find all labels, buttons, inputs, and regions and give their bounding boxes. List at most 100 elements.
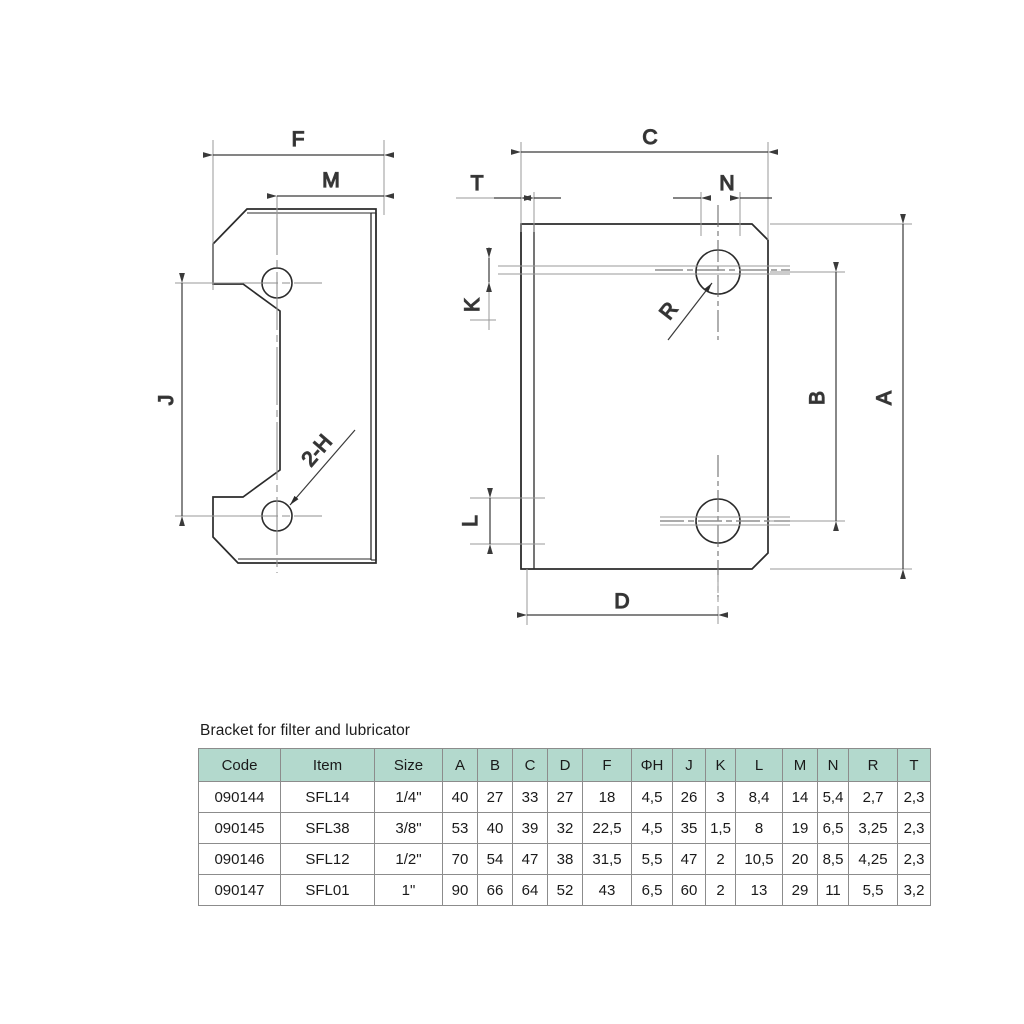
table-cell: 2,7	[848, 781, 898, 813]
dimension-label-C: C	[642, 126, 657, 149]
dimension-T	[456, 192, 561, 232]
table-cell: 26	[672, 781, 706, 813]
table-cell: 6,5	[631, 874, 673, 906]
table-header-cell: K	[705, 748, 736, 782]
table-cell: 29	[782, 874, 818, 906]
table-cell: 19	[782, 812, 818, 844]
table-header-cell: T	[897, 748, 931, 782]
table-cell: 10,5	[735, 843, 783, 875]
table-cell: 090145	[198, 812, 281, 844]
table-cell: 5,4	[817, 781, 849, 813]
dimension-D	[517, 569, 728, 625]
table-header-cell: N	[817, 748, 849, 782]
table-header-cell: A	[442, 748, 478, 782]
table-cell: 4,5	[631, 812, 673, 844]
dimension-label-N: N	[719, 172, 734, 195]
table-header-cell: ΦH	[631, 748, 673, 782]
dimension-A	[770, 214, 912, 579]
table-cell: 6,5	[817, 812, 849, 844]
table-header-cell: Code	[198, 748, 281, 782]
table-cell: 54	[477, 843, 513, 875]
dimension-label-F: F	[292, 128, 305, 151]
table-cell: 1/4"	[374, 781, 443, 813]
table-cell: 90	[442, 874, 478, 906]
table-cell: 5,5	[848, 874, 898, 906]
dimension-F	[203, 140, 394, 290]
dimension-N	[673, 192, 772, 236]
table-cell: 31,5	[582, 843, 632, 875]
dimension-M	[267, 193, 394, 218]
dimension-L	[470, 488, 545, 554]
dimension-J	[175, 273, 240, 526]
table-header-cell: D	[547, 748, 583, 782]
table-cell: 8,4	[735, 781, 783, 813]
table-cell: 40	[477, 812, 513, 844]
dimension-label-B: B	[806, 391, 829, 405]
table-row: 090144 SFL14 1/4" 40 27 33 27 18 4,5 26 …	[198, 781, 931, 813]
table-cell: 090144	[198, 781, 281, 813]
table-cell: 33	[512, 781, 548, 813]
table-cell: 2,3	[897, 812, 931, 844]
table-cell: 14	[782, 781, 818, 813]
table-cell: 64	[512, 874, 548, 906]
table-header-cell: F	[582, 748, 632, 782]
table-cell: 5,5	[631, 843, 673, 875]
dimension-label-K: K	[461, 298, 484, 312]
table-cell: 47	[512, 843, 548, 875]
table-cell: 27	[547, 781, 583, 813]
dimension-B	[770, 262, 845, 531]
table-cell: 2	[705, 843, 736, 875]
table-cell: 4,25	[848, 843, 898, 875]
table-header-cell: Size	[374, 748, 443, 782]
table-cell: 53	[442, 812, 478, 844]
table-cell: 2,3	[897, 843, 931, 875]
table-cell: SFL38	[280, 812, 375, 844]
table-cell: 13	[735, 874, 783, 906]
dimension-label-A: A	[873, 391, 896, 405]
table-cell: 8,5	[817, 843, 849, 875]
table-cell: 11	[817, 874, 849, 906]
table-cell: 8	[735, 812, 783, 844]
table-cell: 22,5	[582, 812, 632, 844]
table-cell: 3/8"	[374, 812, 443, 844]
table-cell: 66	[477, 874, 513, 906]
table-cell: 1"	[374, 874, 443, 906]
specification-table: Code Item Size A B C D F ΦH J K L M N R …	[198, 748, 931, 906]
table-cell: SFL12	[280, 843, 375, 875]
table-cell: 090146	[198, 843, 281, 875]
table-cell: SFL14	[280, 781, 375, 813]
leader-R	[667, 282, 713, 341]
table-cell: 70	[442, 843, 478, 875]
table-cell: 090147	[198, 874, 281, 906]
table-cell: 20	[782, 843, 818, 875]
table-header-cell: Item	[280, 748, 375, 782]
table-row: 090146 SFL12 1/2" 70 54 47 38 31,5 5,5 4…	[198, 843, 931, 875]
table-cell: SFL01	[280, 874, 375, 906]
dimension-label-2H: 2-H	[297, 430, 337, 471]
table-cell: 1/2"	[374, 843, 443, 875]
table-row: 090147 SFL01 1" 90 66 64 52 43 6,5 60 2 …	[198, 874, 931, 906]
table-cell: 35	[672, 812, 706, 844]
table-row: 090145 SFL38 3/8" 53 40 39 32 22,5 4,5 3…	[198, 812, 931, 844]
table-cell: 3	[705, 781, 736, 813]
table-caption: Bracket for filter and lubricator	[200, 722, 411, 739]
dimension-label-J: J	[155, 395, 178, 406]
dimension-label-D: D	[614, 590, 629, 613]
side-view-geometry	[182, 197, 377, 573]
table-header-row: Code Item Size A B C D F ΦH J K L M N R …	[198, 748, 931, 782]
table-cell: 1,5	[705, 812, 736, 844]
spec-table-block: Bracket for filter and lubricator Code I…	[198, 722, 931, 906]
leader-2H	[289, 429, 356, 506]
table-cell: 40	[442, 781, 478, 813]
table-cell: 32	[547, 812, 583, 844]
table-header-cell: J	[672, 748, 706, 782]
drawing-svg: F M J 2-H	[154, 125, 912, 625]
dimension-K	[470, 247, 496, 330]
table-header-cell: C	[512, 748, 548, 782]
table-header-cell: M	[782, 748, 818, 782]
table-cell: 2,3	[897, 781, 931, 813]
dimension-label-T: T	[471, 172, 484, 195]
table-cell: 38	[547, 843, 583, 875]
dimension-label-M: M	[322, 169, 340, 192]
table-header-cell: L	[735, 748, 783, 782]
